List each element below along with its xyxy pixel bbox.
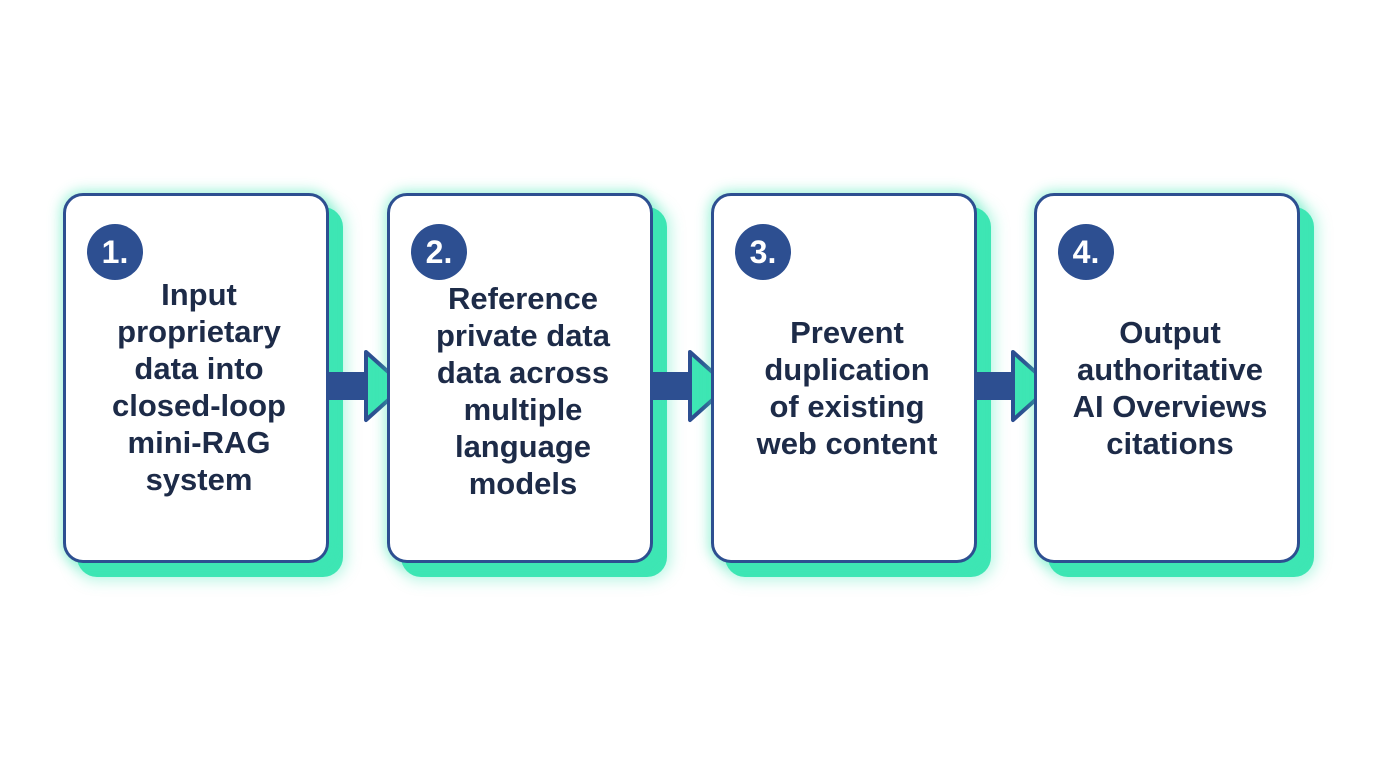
step-4-text: Output authoritative AI Overviews citati… bbox=[1051, 314, 1289, 462]
step-2-line-6: models bbox=[468, 466, 578, 501]
step-4-line-1: Output bbox=[1119, 315, 1221, 350]
step-1-line-3: data into bbox=[134, 351, 264, 386]
step-1-line-6: system bbox=[145, 462, 253, 497]
step-1-line-2: proprietary bbox=[117, 314, 281, 349]
step-1-line-1: Input bbox=[161, 277, 237, 312]
step-2-card: 2. Reference private data data across mu… bbox=[387, 193, 667, 577]
step-3-line-3: of existing bbox=[769, 389, 925, 424]
step-1-line-4: closed-loop bbox=[112, 388, 286, 423]
step-3-line-1: Prevent bbox=[790, 315, 904, 350]
arrow-right-icon bbox=[975, 350, 1053, 422]
step-3-number-badge: 3. bbox=[735, 224, 791, 280]
step-1-box: 1. Input proprietary data into closed-lo… bbox=[63, 193, 329, 563]
arrow-right-icon bbox=[328, 350, 406, 422]
step-2-line-1: Reference bbox=[448, 281, 598, 316]
step-2-line-2: private data bbox=[435, 318, 610, 353]
arrow-right-icon bbox=[652, 350, 730, 422]
step-4-line-3: AI Overviews bbox=[1072, 389, 1268, 424]
step-1-card: 1. Input proprietary data into closed-lo… bbox=[63, 193, 343, 577]
step-3-card: 3. Prevent duplication of existing web c… bbox=[711, 193, 991, 577]
step-1-line-5: mini-RAG bbox=[127, 425, 271, 460]
step-2-text: Reference private data data across multi… bbox=[404, 280, 642, 502]
step-4-line-4: citations bbox=[1106, 426, 1234, 461]
step-3-box: 3. Prevent duplication of existing web c… bbox=[711, 193, 977, 563]
step-3-text: Prevent duplication of existing web cont… bbox=[728, 314, 966, 462]
step-4-line-2: authoritative bbox=[1076, 352, 1264, 387]
step-2-line-4: multiple bbox=[463, 392, 583, 427]
step-1-text: Input proprietary data into closed-loop … bbox=[80, 276, 318, 498]
step-2-number-badge: 2. bbox=[411, 224, 467, 280]
step-2-line-3: data across bbox=[436, 355, 610, 390]
step-4-card: 4. Output authoritative AI Overviews cit… bbox=[1034, 193, 1314, 577]
step-3-line-2: duplication bbox=[764, 352, 930, 387]
step-2-line-5: language bbox=[454, 429, 592, 464]
step-2-box: 2. Reference private data data across mu… bbox=[387, 193, 653, 563]
step-4-box: 4. Output authoritative AI Overviews cit… bbox=[1034, 193, 1300, 563]
step-4-number-badge: 4. bbox=[1058, 224, 1114, 280]
step-1-number-badge: 1. bbox=[87, 224, 143, 280]
step-3-line-4: web content bbox=[756, 426, 938, 461]
